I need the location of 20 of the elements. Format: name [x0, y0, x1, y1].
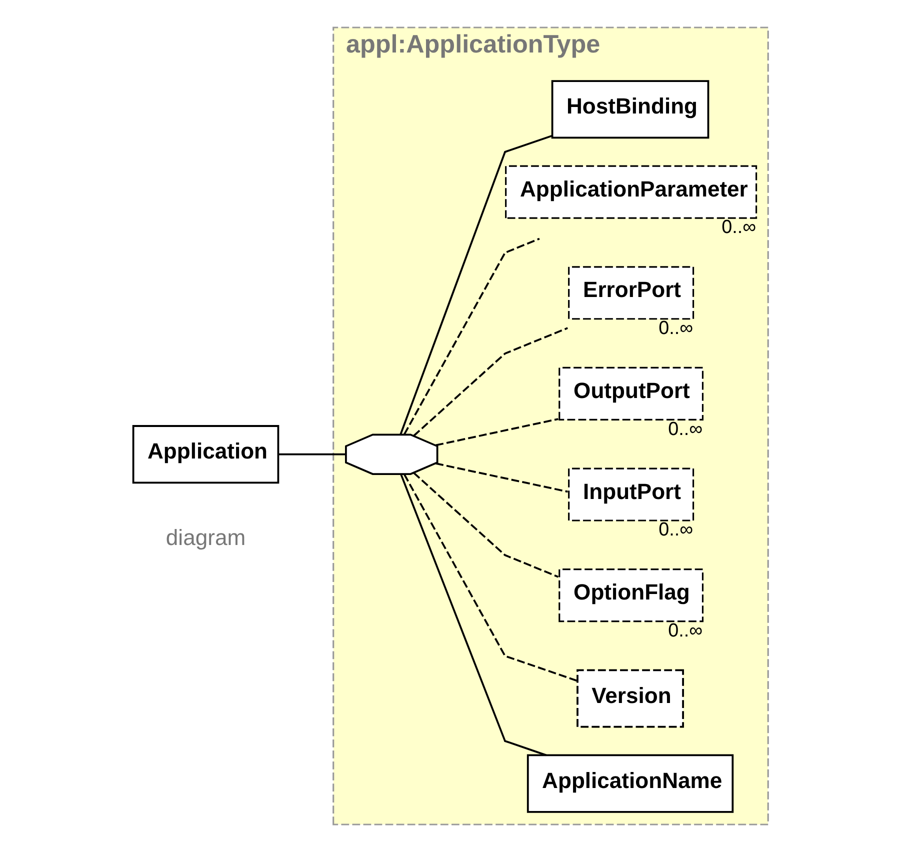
connector — [435, 418, 558, 446]
node-octagon — [344, 434, 438, 475]
node-box: ApplicationName — [526, 754, 734, 813]
node-label: 0..∞ — [658, 318, 693, 340]
node-box: Version — [576, 669, 684, 728]
connector — [399, 134, 552, 435]
node-box: HostBinding — [550, 80, 709, 139]
node-label: 0..∞ — [668, 418, 702, 440]
connector — [435, 462, 568, 493]
node-label: 0..∞ — [668, 620, 702, 642]
connector — [403, 238, 540, 435]
connector — [412, 327, 568, 437]
connector — [403, 474, 577, 682]
node-label: 0..∞ — [721, 217, 756, 238]
label: diagram — [165, 525, 246, 550]
node-box: Application — [132, 425, 279, 484]
connector — [412, 472, 558, 578]
connector — [278, 453, 346, 456]
node-label: 0..∞ — [658, 520, 693, 541]
connector — [400, 474, 546, 756]
